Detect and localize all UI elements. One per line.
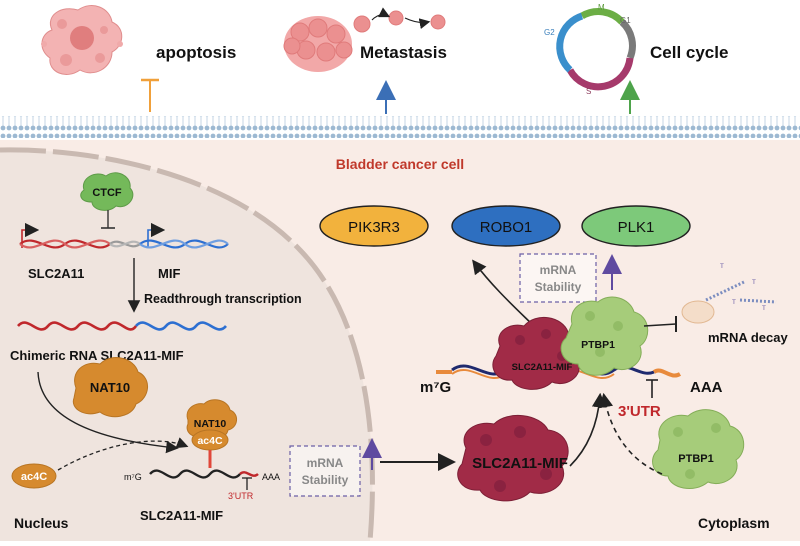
- ptbp1-recruit-arrow: [598, 392, 663, 475]
- nuclear-stability-box: [289, 445, 361, 497]
- ac4c-free-badge: [11, 463, 57, 489]
- ac4c-bound-label: ac4C: [197, 435, 223, 447]
- nuclear-rna-label: SLC2A11-MIF: [140, 508, 223, 523]
- svg-text:ᵀ: ᵀ: [720, 262, 724, 272]
- nucleus-label: Nucleus: [14, 515, 69, 531]
- mif-promoter-arrow: [147, 222, 166, 248]
- target-plk1: [581, 205, 691, 247]
- svg-text:ᵀ: ᵀ: [762, 304, 766, 314]
- ctcf-protein: [80, 172, 134, 211]
- apoptosis-cell-icon: [41, 5, 123, 75]
- cell-membrane: [0, 116, 800, 138]
- slc2a11-gene-label: SLC2A11: [28, 266, 84, 281]
- nuclear-m7g-label: m⁷G: [124, 472, 142, 482]
- ac4c-free-label: ac4C: [21, 471, 47, 483]
- ptbp1-bound-label: PTBP1: [581, 339, 615, 351]
- cytoplasm-m7g-label: m⁷G: [420, 379, 451, 396]
- nuclear-utr-label: 3'UTR: [228, 491, 254, 501]
- nuclear-stability-line2: Stability: [302, 473, 349, 487]
- cell-cycle-label: Cell cycle: [650, 43, 728, 62]
- chimeric-to-acetylation-arrow: [37, 371, 179, 454]
- cytoplasm-aaa-label: AAA: [690, 379, 723, 396]
- ac4c-transfer-arrow: [57, 437, 189, 471]
- svg-text:ᵀ: ᵀ: [732, 298, 736, 308]
- ctcf-inhibit-arrow: [101, 210, 115, 229]
- ctcf-label: CTCF: [92, 187, 122, 199]
- nucleus: [0, 147, 375, 542]
- nuclear-aaa-label: AAA: [262, 472, 280, 482]
- nuclear-utr-marker: [242, 477, 252, 490]
- cell-cycle-ring-icon: [556, 8, 636, 91]
- ptbp1-bound-protein: [560, 296, 649, 376]
- cytoplasm-utr-label: 3'UTR: [618, 403, 661, 420]
- mrna-decay-label: mRNA decay: [708, 330, 788, 345]
- cytoplasm-stability-line2: Stability: [535, 280, 582, 294]
- cytoplasm-stability-box: [519, 253, 597, 303]
- readthrough-label: Readthrough transcription: [144, 292, 302, 306]
- nat10-bound-label: NAT10: [194, 418, 227, 430]
- apoptosis-inhibit-arrow: [141, 78, 159, 112]
- cytoplasm-utr-marker: [646, 379, 658, 398]
- target-plk1-label: PLK1: [618, 219, 655, 236]
- slc2a11-mif-protein-label: SLC2A11-MIF: [472, 455, 568, 472]
- cytoplasm-label: Cytoplasm: [698, 515, 770, 531]
- phase-m-label: M: [598, 3, 605, 12]
- ptbp1-inhibit-decay: [643, 316, 677, 332]
- nuclear-stability-line1: mRNA: [307, 456, 344, 470]
- metastasis-label: Metastasis: [360, 43, 447, 62]
- svg-text:ᵀ: ᵀ: [752, 278, 756, 288]
- mrna-decay-icon: ᵀ ᵀ ᵀ ᵀ: [681, 262, 777, 324]
- apoptosis-label: apoptosis: [156, 43, 236, 62]
- cytoplasm-stability-line1: mRNA: [540, 263, 577, 277]
- metastasis-tumor-icon: [283, 7, 446, 72]
- phase-s-label: S: [586, 87, 591, 96]
- cell-title: Bladder cancer cell: [336, 156, 464, 172]
- target-robo1: [451, 205, 561, 247]
- phase-g2-label: G2: [544, 28, 555, 37]
- dna-helix: [19, 239, 229, 249]
- target-robo1-label: ROBO1: [480, 219, 533, 236]
- nat10-label: NAT10: [90, 380, 130, 395]
- mif-gene-label: MIF: [158, 266, 180, 281]
- nat10-protein: [72, 357, 148, 418]
- ptbp1-free-protein: [652, 409, 745, 490]
- chimeric-rna: [17, 321, 227, 331]
- ptbp1-free-label: PTBP1: [678, 453, 713, 465]
- slc2a11-mif-bound-complex: [492, 317, 584, 390]
- target-pik3r3-label: PIK3R3: [348, 219, 400, 236]
- nuclear-mrna: [149, 469, 259, 479]
- chimeric-rna-label: Chimeric RNA SLC2A11-MIF: [10, 348, 184, 363]
- target-pik3r3: [319, 205, 429, 247]
- phase-g1-label: G1: [620, 16, 631, 25]
- complex-rna-label: SLC2A11-MIF: [512, 362, 573, 373]
- slc2a11-mif-protein: [457, 414, 569, 502]
